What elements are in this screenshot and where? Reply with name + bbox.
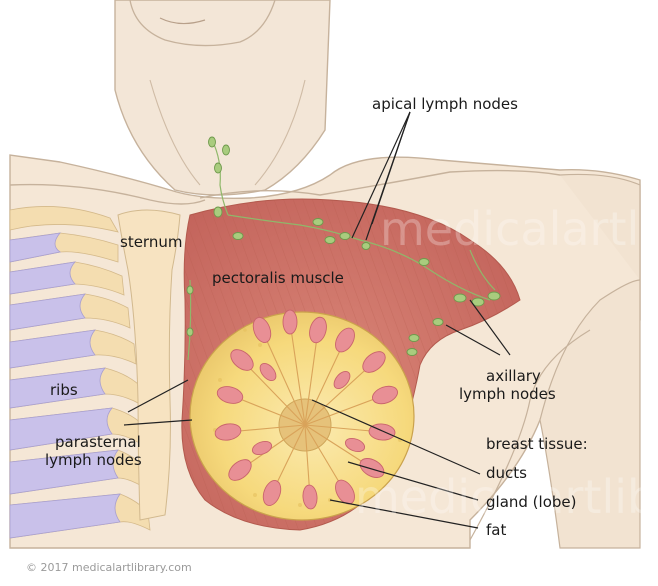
- label-ribs: ribs: [50, 382, 78, 399]
- label-ducts: ducts: [486, 465, 527, 482]
- label-breast-tissue: breast tissue:: [486, 436, 588, 453]
- label-parasternal-line1: parasternal: [55, 434, 141, 451]
- label-apical-lymph-nodes: apical lymph nodes: [372, 96, 518, 113]
- label-fat: fat: [486, 522, 506, 539]
- label-sternum: sternum: [120, 234, 182, 251]
- label-parasternal-line2: lymph nodes: [45, 452, 142, 469]
- label-axillary-line2: lymph nodes: [459, 386, 556, 403]
- copyright-notice: © 2017 medicalartlibrary.com: [26, 561, 192, 574]
- label-gland-lobe: gland (lobe): [486, 494, 576, 511]
- watermark: medicalartlibrary: [380, 202, 658, 256]
- label-axillary-line1: axillary: [486, 368, 541, 385]
- label-pectoralis-muscle: pectoralis muscle: [212, 270, 344, 287]
